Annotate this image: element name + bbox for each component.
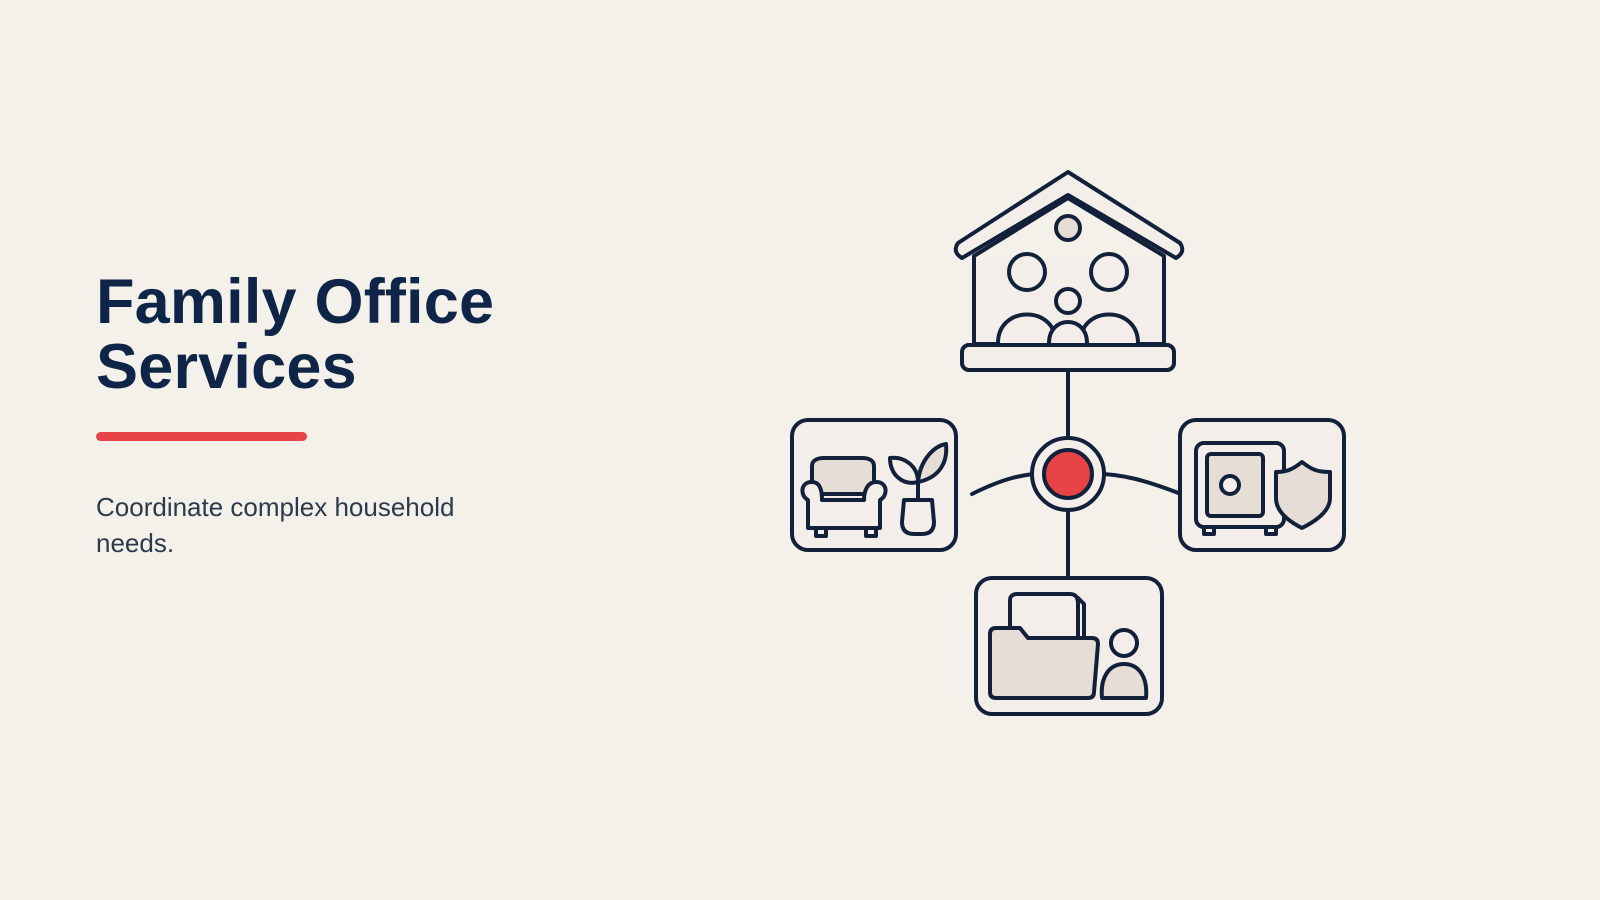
furniture-plant-icon — [790, 418, 958, 552]
page-title: Family Office Services — [96, 267, 495, 402]
folder-person-icon — [974, 576, 1164, 716]
hub-node — [1030, 436, 1106, 512]
page-subtitle: Coordinate complex household needs. — [96, 492, 455, 558]
family-office-illustration — [790, 170, 1346, 716]
safe-shield-icon — [1178, 418, 1346, 552]
accent-divider — [96, 432, 307, 441]
house-family-icon — [953, 170, 1185, 372]
